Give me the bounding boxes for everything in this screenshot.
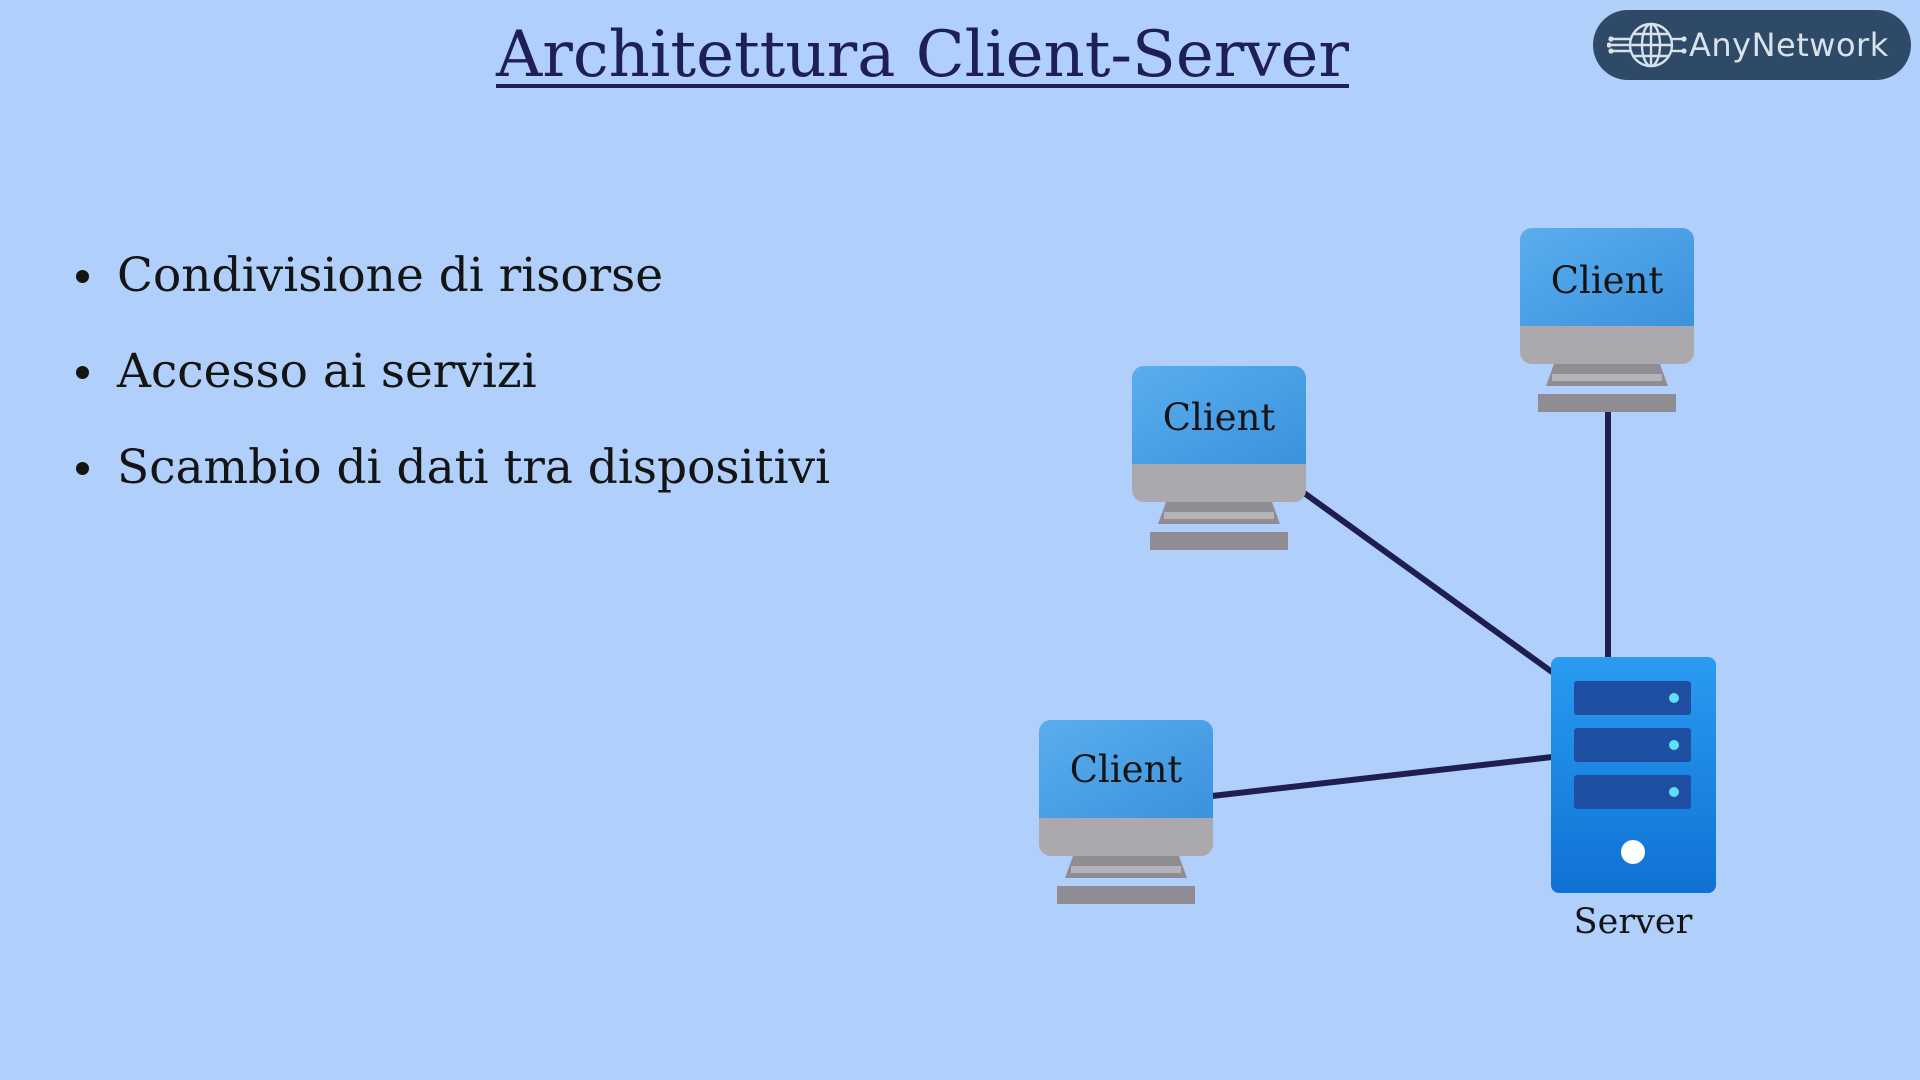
- desktop-computer-icon: [1520, 228, 1694, 412]
- connector-lines: [1209, 407, 1611, 799]
- bullet-item: Accesso ai servizi: [70, 324, 830, 420]
- desktop-computer-icon: [1039, 720, 1213, 904]
- bullet-text: Condivisione di risorse: [117, 248, 664, 303]
- connector-client-3-server: [1209, 754, 1555, 799]
- client-label: Client: [1070, 748, 1183, 791]
- globe-icon: [1607, 22, 1687, 68]
- server: Server: [1551, 657, 1716, 942]
- bullet-item: Condivisione di risorse: [70, 228, 830, 324]
- client-3: Client: [1039, 720, 1213, 904]
- bullet-list: Condivisione di risorse Accesso ai servi…: [70, 228, 830, 516]
- server-label: Server: [1574, 902, 1693, 942]
- bullet-text: Accesso ai servizi: [117, 344, 537, 399]
- bullet-dot-icon: [76, 461, 89, 475]
- client-label: Client: [1551, 259, 1664, 302]
- slide-title: Architettura Client-Server: [496, 18, 1349, 92]
- client-1: Client: [1520, 228, 1694, 412]
- bullet-item: Scambio di dati tra dispositivi: [70, 420, 830, 516]
- client-label: Client: [1163, 396, 1276, 439]
- bullet-dot-icon: [76, 269, 89, 283]
- server-rack-icon: [1551, 657, 1716, 893]
- bullet-text: Scambio di dati tra dispositivi: [117, 440, 831, 495]
- client-2: Client: [1132, 366, 1306, 550]
- brand-logo: AnyNetwork: [1593, 10, 1911, 80]
- bullet-dot-icon: [76, 365, 89, 379]
- logo-text: AnyNetwork: [1689, 26, 1889, 64]
- desktop-computer-icon: [1132, 366, 1306, 550]
- connector-client-2-server: [1297, 487, 1555, 675]
